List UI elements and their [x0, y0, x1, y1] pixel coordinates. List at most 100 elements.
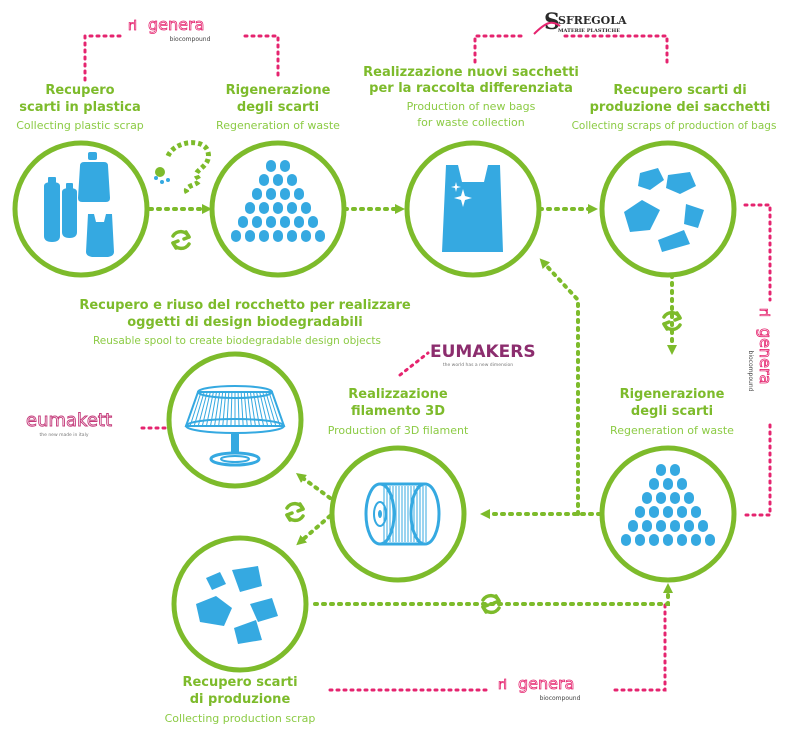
lamp-rib	[193, 391, 205, 427]
bottle-icon	[44, 177, 60, 242]
label-bold-line: di produzione	[190, 692, 291, 707]
sfregola-logo: S SFREGOLA MATERIE PLASTICHE	[533, 9, 627, 35]
label-light-line: Production of new bags	[407, 100, 536, 113]
pellet	[670, 464, 680, 476]
genera-logo-mark-icon: rl	[128, 19, 137, 34]
label-bag-scraps: Recupero scarti di produzione dei sacche…	[572, 83, 777, 132]
pellet	[231, 230, 241, 242]
lamp-rib	[265, 391, 277, 427]
genera-logo-bottom: rl genera biocompound	[498, 674, 581, 702]
pellet	[280, 188, 290, 200]
sfregola-connector	[473, 34, 669, 64]
pellet	[308, 216, 318, 228]
arrow-filament-to-production-scrap	[296, 514, 332, 546]
label-plastic-scrap: Recupero scarti in plastica Collecting p…	[16, 83, 144, 132]
pellet	[238, 216, 248, 228]
label-bold-line: produzione dei sacchetti	[590, 100, 771, 115]
bag-scraps-illustration	[624, 168, 704, 252]
label-bold-line: degli scarti	[631, 404, 713, 419]
label-light-line: Regeneration of waste	[610, 424, 734, 437]
pellet	[315, 230, 325, 242]
pellet	[273, 230, 283, 242]
lamp-rib	[185, 391, 199, 427]
genera-logo-name: genera	[518, 674, 574, 693]
pellet	[259, 174, 269, 186]
recycle-icons	[171, 229, 682, 615]
pellet	[294, 188, 304, 200]
pellet	[670, 520, 680, 532]
pellet	[259, 230, 269, 242]
genera-logo-name: genera	[148, 15, 204, 34]
label-bold-line: scarti in plastica	[19, 100, 140, 115]
label-new-bags: Realizzazione nuovi sacchetti per la rac…	[363, 65, 579, 129]
pellet	[649, 534, 659, 546]
label-bold-line: degli scarti	[237, 100, 319, 115]
flow-arrows	[148, 204, 677, 606]
pellet	[280, 216, 290, 228]
label-bold-line: Realizzazione	[348, 387, 448, 402]
pellet	[656, 520, 666, 532]
sfregola-logo-sub: MATERIE PLASTICHE	[558, 28, 620, 34]
eumakett-logo-sub: the new made in italy	[40, 432, 89, 438]
lamp-rib	[268, 391, 281, 427]
label-bold-line: Realizzazione nuovi sacchetti	[363, 65, 579, 80]
label-bold-line: oggetti di design biodegradabili	[127, 315, 363, 330]
eumakett-logo: eumakett the new made in italy	[26, 410, 113, 438]
stage-circles	[12, 140, 737, 673]
circle-bag-scraps	[599, 140, 737, 278]
pellet	[684, 520, 694, 532]
label-bold-line: per la raccolta differenziata	[369, 81, 573, 96]
shredder-icon	[154, 140, 211, 196]
pellet	[273, 202, 283, 214]
genera-logo-right: rl genera biocompound	[747, 308, 775, 392]
eumakers-connector	[398, 351, 430, 377]
label-light-line: Production of 3D filament	[328, 424, 469, 437]
genera-right-connector	[743, 203, 772, 517]
plastic-scrap-illustration	[44, 152, 114, 257]
eumakers-logo-sub: the world has a new dimension	[443, 362, 513, 368]
arrow-production-scrap-to-regeneration	[313, 583, 673, 606]
circle-production-scrap	[171, 535, 309, 673]
pellet	[621, 534, 631, 546]
pellet	[301, 202, 311, 214]
label-light-line: Collecting scraps of production of bags	[572, 120, 777, 132]
genera-logo-top: rl genera biocompound	[128, 15, 211, 43]
bag-icon	[86, 214, 114, 257]
label-light-line: Collecting plastic scrap	[16, 119, 144, 132]
circle-filament	[329, 445, 467, 583]
pellet	[677, 506, 687, 518]
partner-connectors	[83, 34, 772, 692]
label-bold-line: Recupero scarti	[182, 675, 297, 690]
genera-logo-name: genera	[756, 328, 775, 384]
label-bold-line: Recupero scarti di	[613, 83, 746, 98]
pellet	[273, 174, 283, 186]
pellet	[677, 478, 687, 490]
pellet	[649, 478, 659, 490]
recycle-icon	[171, 229, 191, 251]
label-light-line: Reusable spool to create biodegradable d…	[93, 335, 381, 347]
new-bag-icon	[442, 165, 503, 252]
pellet	[698, 520, 708, 532]
pellet	[266, 216, 276, 228]
genera-bottom-connector	[328, 598, 667, 692]
pellet	[287, 174, 297, 186]
bottle-icon	[62, 183, 77, 238]
label-bold-line: Rigenerazione	[620, 387, 725, 402]
label-light-line: for waste collection	[417, 116, 524, 129]
pellet	[705, 534, 715, 546]
pellet	[287, 230, 297, 242]
pellet	[691, 534, 701, 546]
filament-spool-icon	[364, 482, 441, 546]
label-filament: Realizzazione filamento 3D Production of…	[328, 387, 469, 437]
circle-plastic-scrap	[12, 140, 150, 278]
pellet-pile-right	[621, 464, 715, 546]
pellet	[656, 464, 666, 476]
genera-top-connector	[83, 34, 280, 82]
pellet	[677, 534, 687, 546]
pellet	[294, 216, 304, 228]
pellet	[656, 492, 666, 504]
eumakers-logo-name: EUMAKERS	[430, 342, 536, 362]
label-light-line: Regeneration of waste	[216, 119, 340, 132]
pellet	[259, 202, 269, 214]
